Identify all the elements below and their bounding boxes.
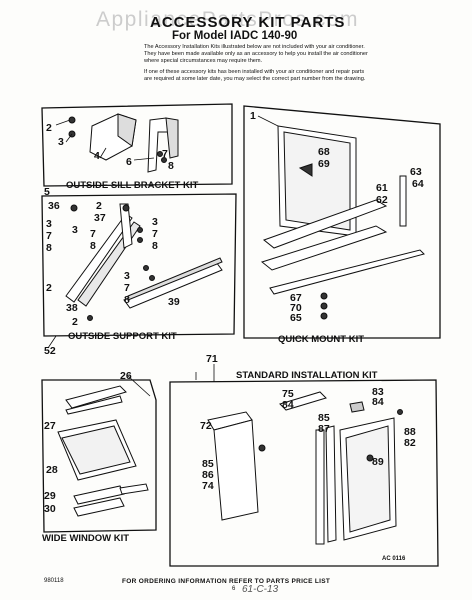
part-number: 74 xyxy=(202,480,214,492)
part-number: 8 xyxy=(152,240,158,252)
part-number: 2 xyxy=(46,122,52,134)
intro-paragraph: The Accessory Installation Kits illustra… xyxy=(144,44,368,64)
part-number: 7 xyxy=(90,228,96,240)
part-number: 65 xyxy=(290,312,302,324)
part-number: 4 xyxy=(94,150,100,162)
caption-wide-window-kit: WIDE WINDOW KIT xyxy=(42,533,130,544)
part-number: 3 xyxy=(152,216,158,228)
caption-outside-support-kit: OUTSIDE SUPPORT KIT xyxy=(68,331,177,342)
part-number: 39 xyxy=(168,296,180,308)
part-number: 3 xyxy=(124,270,130,282)
part-number: 75 xyxy=(282,388,294,400)
part-number: 2 xyxy=(72,316,78,328)
intro-paragraph: If one of these accessory kits has been … xyxy=(144,69,366,82)
part-number: 37 xyxy=(94,212,106,224)
part-number: 30 xyxy=(44,503,56,515)
doc-code: 980118 xyxy=(44,578,64,584)
ref-quick-mount: 1 xyxy=(250,110,256,122)
ref-outside-support: 52 xyxy=(44,345,56,357)
part-number: 82 xyxy=(404,437,416,449)
part-number: 85 xyxy=(202,458,214,470)
part-number: 8 xyxy=(124,294,130,306)
part-number: 61 xyxy=(376,182,388,194)
part-number: 7 xyxy=(46,230,52,242)
part-number: 8 xyxy=(168,160,174,172)
part-number: 29 xyxy=(44,490,56,502)
part-number: 84 xyxy=(282,399,294,411)
part-number: 70 xyxy=(290,302,302,314)
part-number: 2 xyxy=(46,282,52,294)
art-code: AC 0116 xyxy=(382,556,406,562)
part-number: 85 xyxy=(318,412,330,424)
part-number: 3 xyxy=(72,224,78,236)
part-number: 83 xyxy=(372,386,384,398)
quick-mount-frame xyxy=(243,105,441,339)
part-number: 64 xyxy=(412,178,424,190)
part-number: 88 xyxy=(404,426,416,438)
part-number: 72 xyxy=(200,420,212,432)
part-number: 6 xyxy=(126,156,132,168)
part-number: 63 xyxy=(410,166,422,178)
part-number: 3 xyxy=(46,218,52,230)
part-number: 68 xyxy=(318,146,330,158)
watermark: AppliancePartsPros.com xyxy=(96,8,359,31)
ordering-note: FOR ORDERING INFORMATION REFER TO PARTS … xyxy=(122,578,331,585)
part-number: 86 xyxy=(202,469,214,481)
part-number: 67 xyxy=(290,292,302,304)
part-number: 27 xyxy=(44,420,56,432)
part-number: 8 xyxy=(46,242,52,254)
ref-standard: 71 xyxy=(206,353,218,365)
part-number: 62 xyxy=(376,194,388,206)
part-number: 89 xyxy=(372,456,384,468)
part-number: 87 xyxy=(318,423,330,435)
caption-outside-sill-bracket-kit: OUTSIDE SILL BRACKET KIT xyxy=(66,180,199,191)
caption-quick-mount-kit: QUICK MOUNT KIT xyxy=(278,334,365,345)
page-number: 6 xyxy=(232,586,236,592)
ref-outside-sill: 5 xyxy=(44,186,50,198)
part-number: 84 xyxy=(372,396,384,408)
caption-standard-installation-kit: STANDARD INSTALLATION KIT xyxy=(236,370,378,381)
ref-wide-window: 26 xyxy=(120,370,132,382)
part-number: 2 xyxy=(96,200,102,212)
part-number: 8 xyxy=(90,240,96,252)
part-number: 38 xyxy=(66,302,78,314)
part-number: 7 xyxy=(152,228,158,240)
page-title: ACCESSORY KIT PARTS xyxy=(150,14,346,31)
handwritten-note: 61-C-13 xyxy=(242,584,279,595)
part-number: 69 xyxy=(318,158,330,170)
page-subtitle: For Model IADC 140-90 xyxy=(172,30,298,42)
intro-text: The Accessory Installation Kits illustra… xyxy=(144,44,369,87)
part-number: 3 xyxy=(58,136,64,148)
part-number: 7 xyxy=(124,282,130,294)
part-number: 28 xyxy=(46,464,58,476)
standard-frame xyxy=(169,379,439,567)
outside-sill-frame xyxy=(41,103,233,187)
part-number: 7 xyxy=(162,148,168,160)
part-number: 36 xyxy=(48,200,60,212)
outside-support-frame xyxy=(41,193,237,337)
